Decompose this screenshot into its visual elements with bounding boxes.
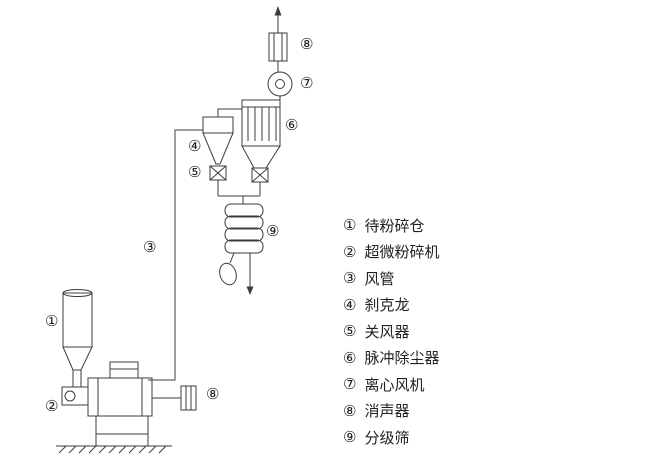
legend-item-fan: ⑦ 离心风机 [343, 371, 439, 398]
callout-duct: ③ [143, 238, 157, 256]
mill-shape [56, 361, 172, 454]
legend-item-mill: ② 超微粉碎机 [343, 239, 439, 266]
legend-num: ③ [343, 269, 357, 288]
legend-label: 待粉碎仓 [364, 216, 425, 235]
air-duct-lines [148, 129, 203, 381]
legend-item-dust-collector: ⑥ 脉冲除尘器 [343, 345, 439, 372]
fan-shape [267, 71, 293, 100]
legend-item-hopper: ① 待粉碎仓 [343, 212, 439, 239]
callout-fan: ⑦ [300, 74, 314, 92]
legend-num: ⑥ [343, 348, 357, 367]
legend-num: ① [343, 216, 357, 235]
callout-muffler-top: ⑧ [300, 35, 314, 53]
hopper-shape [62, 289, 93, 387]
legend-item-airlock: ⑤ 关风器 [343, 318, 439, 345]
legend-label: 超微粉碎机 [364, 243, 440, 262]
callout-cyclone: ④ [188, 137, 202, 155]
legend-label: 消声器 [364, 402, 410, 421]
legend-label: 脉冲除尘器 [364, 349, 440, 368]
legend-item-classifier: ⑨ 分级筛 [343, 424, 439, 451]
legend-item-cyclone: ④ 刹克龙 [343, 292, 439, 319]
legend: ① 待粉碎仓 ② 超微粉碎机 ③ 风管 ④ 刹克龙 ⑤ 关风器 ⑥ 脉冲除尘器 … [343, 212, 439, 451]
legend-item-muffler: ⑧ 消声器 [343, 398, 439, 425]
legend-label: 风管 [364, 269, 395, 288]
discharge-lines [217, 180, 261, 204]
legend-label: 离心风机 [364, 375, 425, 394]
callout-muffler-mill: ⑧ [206, 385, 220, 403]
legend-num: ② [343, 242, 357, 261]
legend-num: ⑦ [343, 375, 357, 394]
callout-classifier: ⑨ [266, 222, 280, 240]
legend-item-duct: ③ 风管 [343, 265, 439, 292]
legend-label: 分级筛 [364, 428, 410, 447]
muffler-mill-shape [152, 385, 197, 411]
legend-num: ⑨ [343, 428, 357, 447]
legend-num: ⑧ [343, 401, 357, 420]
legend-label: 刹克龙 [364, 296, 410, 315]
muffler-top-shape [268, 32, 288, 72]
exhaust-arrow [274, 6, 282, 33]
callout-airlock: ⑤ [188, 163, 202, 181]
legend-num: ⑤ [343, 322, 357, 341]
callout-dust-collector: ⑥ [285, 116, 299, 134]
legend-num: ④ [343, 295, 357, 314]
legend-label: 关风器 [364, 322, 410, 341]
callout-hopper: ① [45, 312, 59, 330]
dust-collector-shape [241, 99, 281, 183]
cyclone-shape [202, 108, 242, 181]
classifier-shape [219, 203, 264, 295]
callout-mill: ② [45, 397, 59, 415]
